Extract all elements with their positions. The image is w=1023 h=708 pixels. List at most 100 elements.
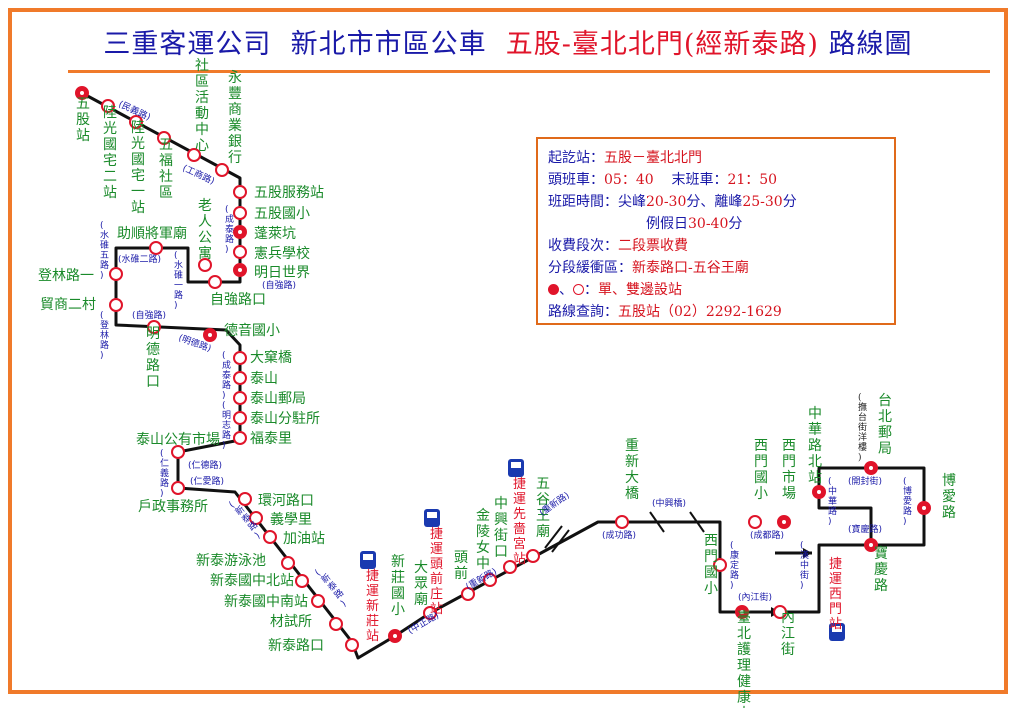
bus-stop-luguang1[interactable] [129,115,143,129]
stop-label-char: 站 [103,185,117,201]
bus-stop-community[interactable] [187,148,201,162]
stop-label-char: 二 [103,169,117,185]
road-label-char: 漢 [800,549,809,561]
mrt-label-char: 捷 [366,569,379,584]
road-label-chengtai: (成泰路) [225,205,234,255]
fare-label: 收費段次： [548,238,618,254]
mrt-label-char: 運 [829,572,842,587]
bus-stop-taishan_office[interactable] [233,411,247,425]
road-label-char: ) [253,531,262,541]
bus-stop-chongxin[interactable] [615,515,629,529]
bus-stop-wugu_temple[interactable] [526,549,540,563]
road-label-char: 路 [222,379,231,391]
bus-stop-xt_south[interactable] [311,594,325,608]
bus-stop-taishan_market[interactable] [171,445,185,459]
bus-stop-luguang2[interactable] [101,99,115,113]
bus-stop-dazhong[interactable] [423,606,437,620]
bus-stop-elderly[interactable] [198,258,212,272]
stop-label-char: 老 [198,198,212,214]
bus-stop-wufu[interactable] [157,131,171,145]
bus-stop-ximen_school[interactable] [748,515,762,529]
stop-center [869,466,873,470]
stop-label-luguang1: 陸光國宅一站 [131,120,145,216]
bridge-mark [689,511,705,533]
road-label-char: 登 [100,320,109,331]
stop-label-char: 銀 [228,134,242,150]
road-label-char: ) [903,517,907,527]
mrt-label-char: 頭 [430,557,443,572]
road-label-char: 愛 [903,495,912,507]
offpeak-prefix: 離峰 [714,194,743,210]
stop-label-char: 永 [228,70,242,86]
post-sub-char: 樓 [858,441,867,453]
bus-stop-yixue[interactable] [249,511,263,525]
bus-stop-zhushun[interactable] [149,241,163,255]
title-suffix: 路線圖 [828,29,913,60]
bus-stop-pool[interactable] [281,556,295,570]
road-label-char: ) [100,271,104,281]
bus-stop-xt_jct[interactable] [345,638,359,652]
road-label-char: ( [228,500,237,510]
stop-label-char: 新 [625,454,639,470]
route-line [81,91,926,660]
fare-value: 二段票收費 [618,238,688,254]
bus-stop-yongfeng[interactable] [215,163,229,177]
bus-stop-ziqiang_jct[interactable] [208,275,222,289]
bus-stop-maoshang[interactable] [109,298,123,312]
bus-stop-zhongxing_jct[interactable] [503,560,517,574]
stop-center [740,610,744,614]
road-label-ren_yi: (仁義路) [160,449,169,499]
bus-stop-household[interactable] [171,481,185,495]
stop-label-char: 國 [704,565,718,581]
road-label-char: 路 [100,339,109,351]
stop-label-char: 博 [942,472,956,489]
bus-stop-denglin[interactable] [109,267,123,281]
stop-label-char: 中 [808,406,822,422]
road-label-char: 泰 [225,223,234,235]
last-bus-label: 末班車： [671,172,728,188]
bus-stop-wugu_service[interactable] [233,185,247,199]
road-label-char: ) [100,351,104,361]
stop-label-chongxin: 重新大橋 [625,438,639,502]
stop-label-futai: 福泰里 [250,431,292,447]
stop-label-char: 商 [228,102,242,118]
bus-stop-touqian[interactable] [461,587,475,601]
stop-label-char: 江 [781,626,795,642]
bus-stop-dayao[interactable] [233,351,247,365]
road-label-char: ) [828,517,832,527]
stop-label-char: 福 [159,153,173,169]
stop-label-char: 陸 [131,120,145,136]
stop-label-char: 社 [159,169,173,185]
road-label-char: 泰 [222,369,231,381]
bus-stop-jinling[interactable] [483,573,497,587]
road-label-char: ) [339,599,348,609]
mrt-label-char: 運 [430,542,443,557]
post-sub-char: 台 [858,411,867,423]
stop-label-pool: 新泰游泳池 [196,553,266,569]
stop-label-char: 眾 [414,576,428,592]
stop-label-char: 路 [146,358,160,374]
bus-stop-huanhe[interactable] [238,492,252,506]
bus-stop-mingde[interactable] [147,320,161,334]
stop-label-char: 國 [103,137,117,153]
bus-stop-wugu_elem[interactable] [233,206,247,220]
stop-label-char: 頭 [454,550,468,566]
bus-stop-futai[interactable] [233,431,247,445]
road-label-shuibi1: (水碓一路) [174,251,183,311]
road-label-char: 一 [174,281,183,291]
bus-stop-gas[interactable] [263,530,277,544]
headway-label: 班距時間： [548,194,618,210]
stop-label-char: 國 [391,586,405,602]
bus-stop-taishan_post[interactable] [233,391,247,405]
stop-label-char: 西 [754,438,768,454]
bus-stop-ximen_school2[interactable] [713,558,727,572]
bus-stop-xt_middle[interactable] [295,574,309,588]
stop-label-wugu_elem: 五股國小 [254,206,310,222]
road-label-char: 成 [222,359,231,371]
stop-label-zhushun: 助順將軍廟 [117,225,187,242]
bus-stop-mp_school[interactable] [233,245,247,259]
bus-stop-neijiang[interactable] [773,605,787,619]
bus-stop-taishan[interactable] [233,371,247,385]
bus-stop-testing[interactable] [329,617,343,631]
stop-label-char: 五 [159,137,173,153]
